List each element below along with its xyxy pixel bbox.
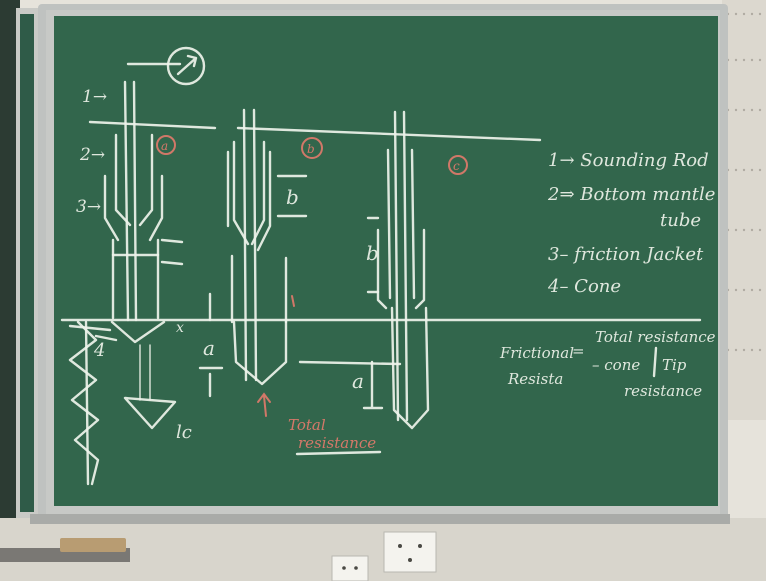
label-three: 3→	[76, 197, 101, 217]
legend-item-4: 4– Cone	[547, 276, 621, 297]
label-four: 4	[93, 340, 105, 361]
equation-lhs-line2: Resista	[507, 370, 563, 388]
equation-rhs-minus: – cone	[592, 356, 640, 374]
label-circle-b-text: b	[307, 142, 315, 156]
note-line2: resistance	[298, 434, 376, 452]
label-b-mid: b	[286, 185, 299, 209]
equation-rhs-top: Total resistance	[595, 328, 716, 346]
acoustic-panel	[722, 0, 766, 420]
legend-item-2: 2⇒ Bottom mantle	[547, 184, 715, 205]
left-board-surface	[20, 14, 34, 512]
label-two: 2→	[79, 145, 105, 165]
duster	[60, 538, 126, 552]
equation-rhs-tip: Tip	[662, 356, 687, 374]
legend-item-2b: tube	[660, 210, 701, 231]
label-circle-a-text: a	[161, 139, 168, 153]
label-lc: lc	[176, 422, 192, 443]
equation-eq-sign: =	[572, 342, 585, 360]
label-a-left: a	[203, 336, 215, 360]
legend-item-1: 1→ Sounding Rod	[548, 150, 709, 171]
label-x: x	[176, 320, 184, 336]
label-a-right: a	[352, 369, 364, 393]
socket-box-small	[332, 556, 368, 581]
equation-lhs-line1: Frictional	[499, 344, 574, 362]
label-circle-c-text: c	[453, 159, 460, 173]
note-line1: Total	[288, 416, 326, 434]
socket-box	[384, 532, 436, 572]
label-b-right: b	[366, 241, 379, 265]
label-one: 1→	[82, 87, 107, 107]
chalk-tray	[30, 514, 730, 524]
legend-item-3: 3– friction Jacket	[548, 244, 704, 265]
equation-rhs-bottom: resistance	[624, 382, 702, 400]
